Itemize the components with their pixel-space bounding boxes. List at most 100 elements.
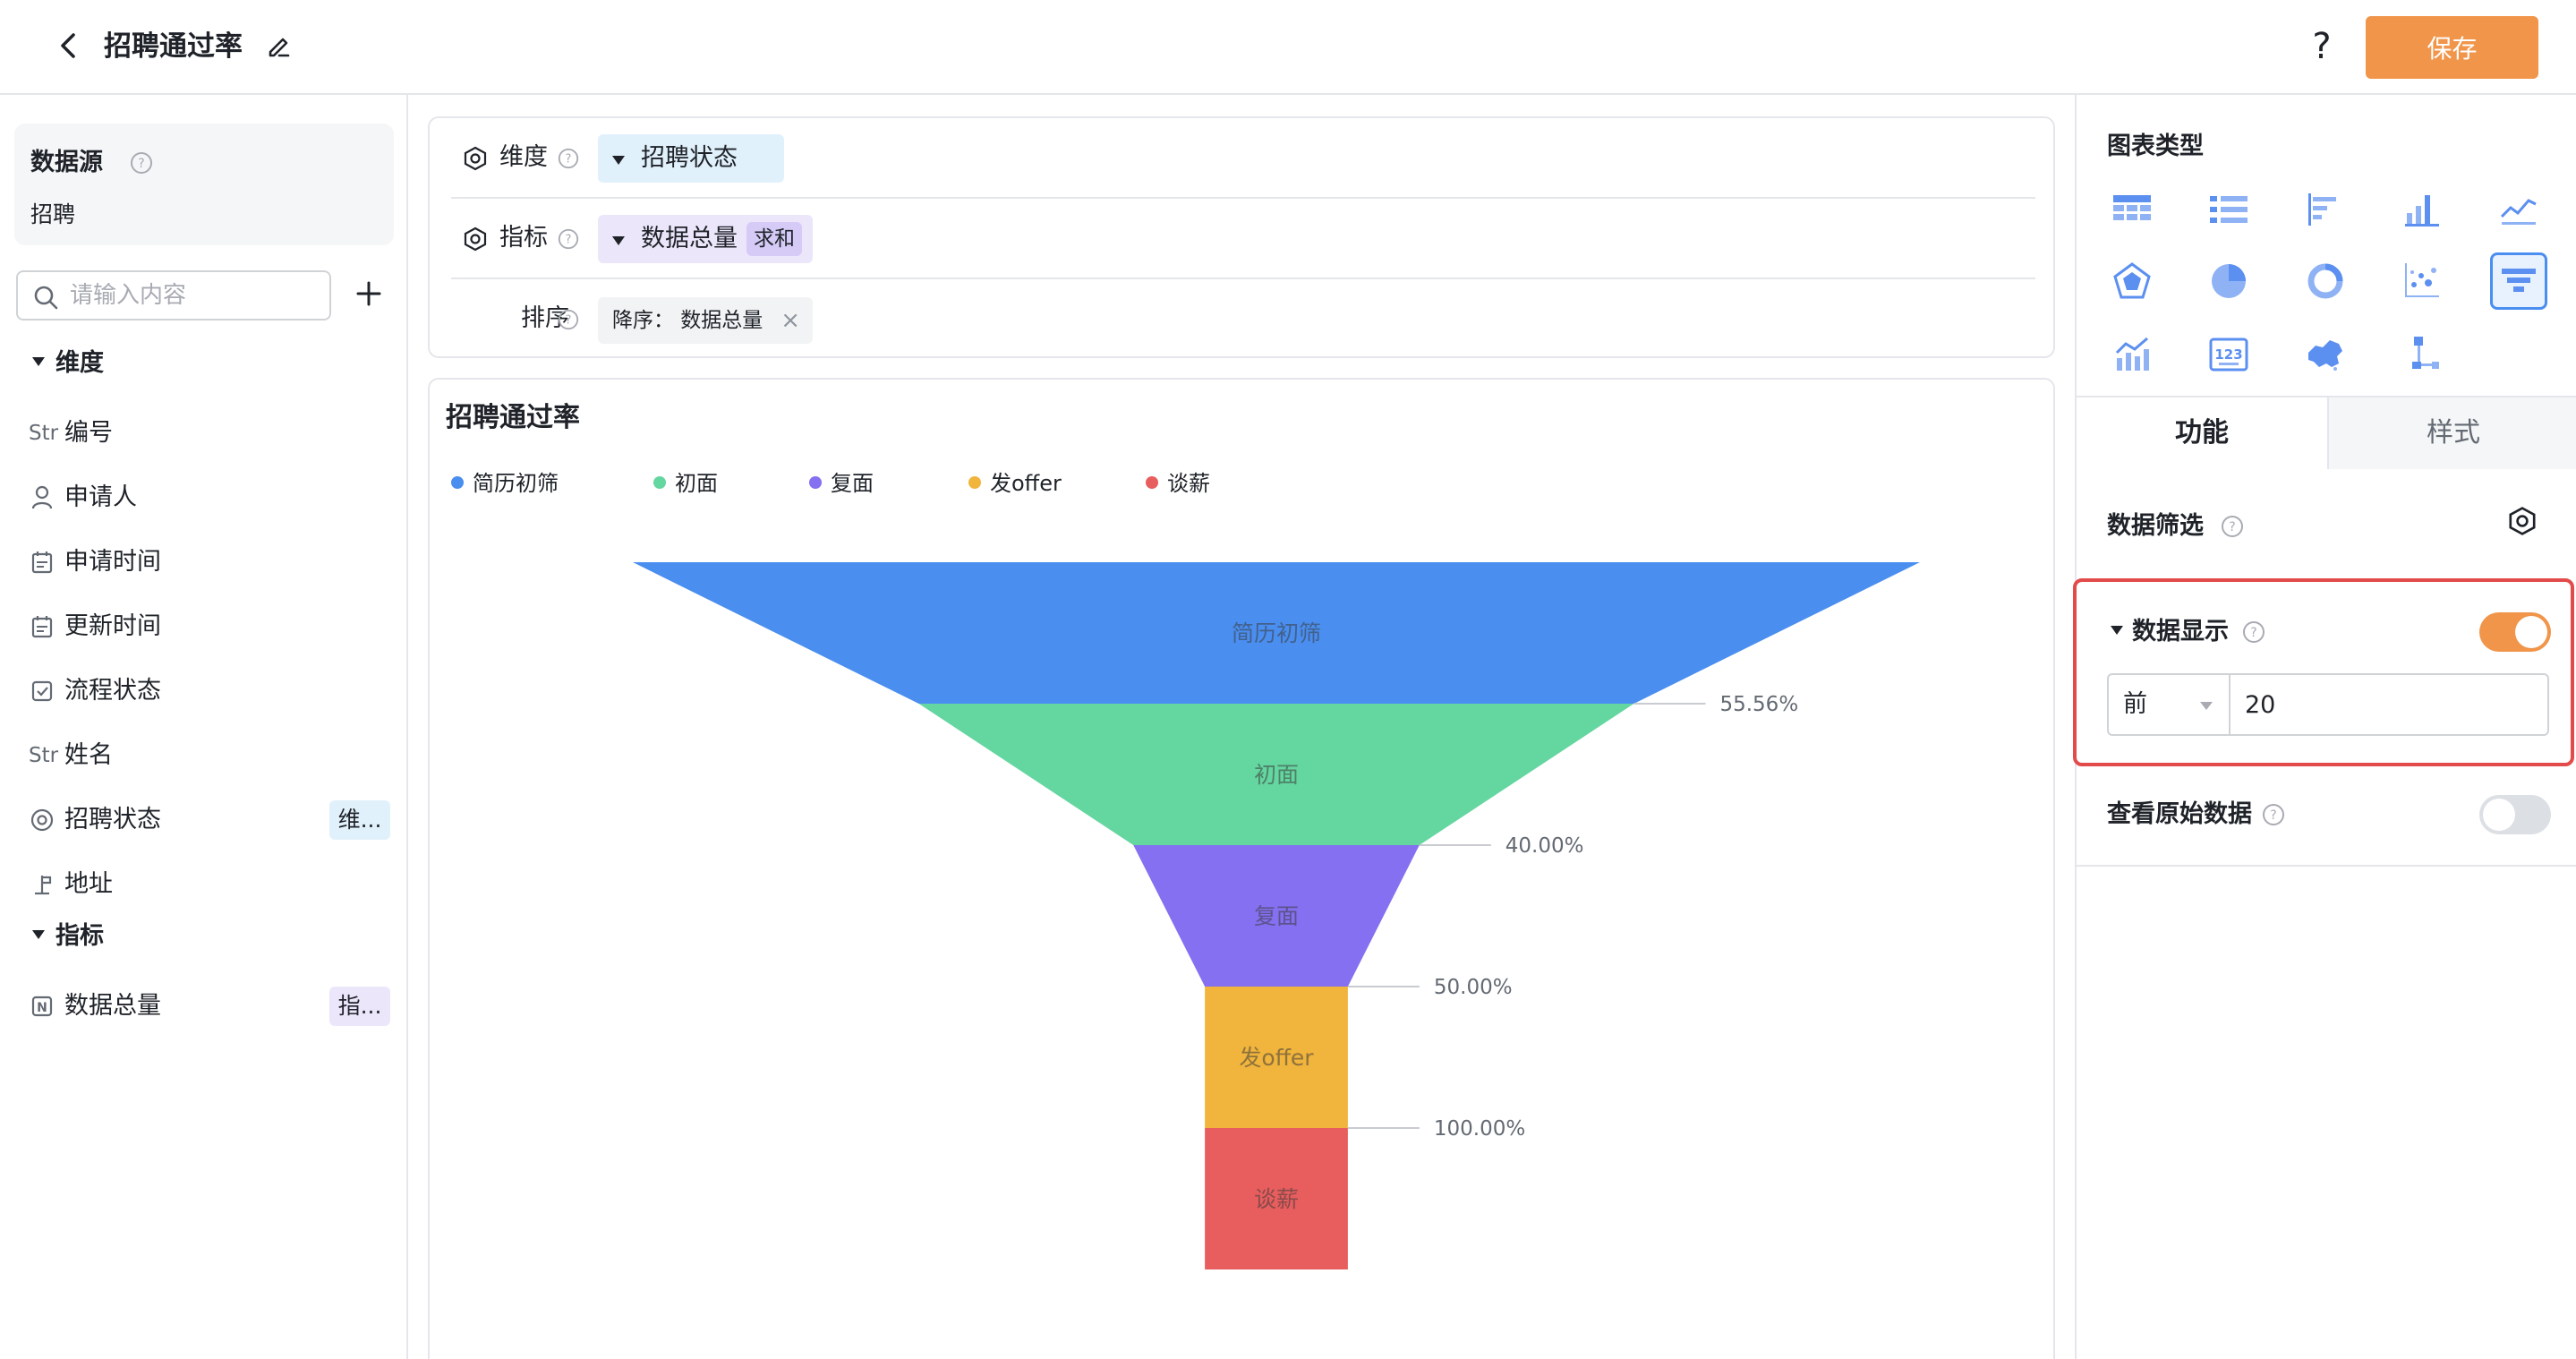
svg-text:N: N bbox=[37, 1001, 47, 1015]
sort-chip[interactable]: 降序： 数据总量× bbox=[598, 297, 813, 344]
svg-text:123: 123 bbox=[2214, 346, 2242, 363]
funnel-stage-2[interactable] bbox=[1133, 845, 1420, 987]
toggle-knob bbox=[2483, 799, 2515, 831]
field-item-applicant[interactable]: 申请人 bbox=[0, 471, 406, 525]
help-circle-icon[interactable]: ? bbox=[129, 150, 154, 175]
legend-item-salary[interactable]: 谈薪 bbox=[1146, 466, 1210, 501]
person-icon bbox=[31, 485, 53, 509]
chart-type-funnel[interactable] bbox=[2490, 252, 2547, 310]
legend-item-offer[interactable]: 发offer bbox=[968, 466, 1062, 501]
legend-item-first-interview[interactable]: 初面 bbox=[653, 466, 718, 501]
data-display-label[interactable]: 数据显示 bbox=[2111, 614, 2229, 650]
datasource-card[interactable]: 数据源 ? 招聘 bbox=[14, 124, 394, 245]
funnel-stage-4[interactable] bbox=[1205, 1128, 1348, 1269]
settings-hexagon-icon[interactable] bbox=[2506, 505, 2538, 537]
metric-group-header[interactable]: 指标 bbox=[32, 919, 104, 954]
field-item-apply-time[interactable]: 申请时间 bbox=[0, 535, 406, 589]
chart-type-line[interactable] bbox=[2490, 181, 2547, 238]
edit-pencil-icon[interactable] bbox=[265, 32, 292, 59]
chart-type-column[interactable] bbox=[2393, 181, 2451, 238]
chart-type-list[interactable] bbox=[2200, 181, 2257, 238]
scatter-chart-icon bbox=[2405, 263, 2439, 297]
legend-item-second-interview[interactable]: 复面 bbox=[809, 466, 874, 501]
settings-hexagon-icon[interactable] bbox=[462, 226, 489, 252]
svg-text:?: ? bbox=[566, 314, 572, 328]
field-item-name[interactable]: Str 姓名 bbox=[29, 741, 113, 769]
help-circle-icon[interactable]: ? bbox=[557, 308, 580, 331]
caret-down-icon bbox=[32, 356, 45, 366]
help-circle-icon[interactable]: ? bbox=[2241, 620, 2266, 645]
data-display-toggle[interactable] bbox=[2479, 612, 2551, 652]
field-item-address[interactable]: 地址 bbox=[0, 858, 406, 911]
chart-type-horizontal-bar[interactable] bbox=[2297, 181, 2354, 238]
property-tabs: 功能 样式 bbox=[2077, 396, 2576, 469]
chart-type-map[interactable] bbox=[2297, 326, 2354, 383]
chart-type-tree[interactable] bbox=[2393, 326, 2451, 383]
chart-type-donut[interactable] bbox=[2297, 252, 2354, 310]
table-icon bbox=[2113, 195, 2151, 220]
field-item-data-total[interactable]: N 数据总量 指... bbox=[0, 979, 406, 1033]
field-item-number[interactable]: Str 编号 bbox=[29, 419, 113, 447]
tab-function[interactable]: 功能 bbox=[2077, 397, 2327, 469]
string-type-icon: Str bbox=[29, 422, 59, 445]
map-icon bbox=[2308, 340, 2342, 371]
settings-hexagon-icon[interactable] bbox=[462, 145, 489, 172]
top-n-mode-select[interactable]: 前 bbox=[2107, 673, 2229, 736]
help-circle-icon[interactable]: ? bbox=[557, 227, 580, 251]
help-circle-icon[interactable]: ? bbox=[2220, 514, 2245, 539]
field-item-recruit-status[interactable]: 招聘状态 维... bbox=[0, 793, 406, 847]
top-n-count-input[interactable] bbox=[2229, 673, 2549, 736]
conversion-rate-label: 40.00% bbox=[1506, 834, 1584, 858]
chart-type-combo[interactable] bbox=[2103, 326, 2161, 383]
search-icon bbox=[34, 286, 58, 310]
chart-type-pie[interactable] bbox=[2200, 252, 2257, 310]
caret-down-icon bbox=[612, 236, 625, 245]
aggregation-tag[interactable]: 求和 bbox=[746, 222, 802, 256]
metric-badge: 指... bbox=[329, 987, 390, 1026]
sort-row: 排序 ? 降序： 数据总量× bbox=[451, 279, 2035, 360]
radar-chart-icon bbox=[2113, 262, 2151, 299]
funnel-chart-icon bbox=[2502, 269, 2536, 292]
field-item-process-status[interactable]: 流程状态 bbox=[0, 664, 406, 718]
field-search-box[interactable] bbox=[16, 270, 331, 321]
dimension-group-header[interactable]: 维度 bbox=[32, 346, 104, 381]
funnel-stage-1[interactable] bbox=[918, 704, 1634, 845]
chart-type-scatter[interactable] bbox=[2393, 252, 2451, 310]
close-icon[interactable]: × bbox=[780, 307, 800, 334]
field-search-input[interactable] bbox=[70, 278, 320, 313]
datasource-label: 数据源 bbox=[30, 149, 103, 176]
chart-type-table[interactable] bbox=[2103, 181, 2161, 238]
toggle-knob bbox=[2515, 616, 2547, 648]
save-button[interactable]: 保存 bbox=[2366, 16, 2538, 79]
highlight-annotation-box bbox=[2073, 578, 2574, 766]
conversion-rate-label: 55.56% bbox=[1719, 693, 1798, 716]
field-item-update-time[interactable]: 更新时间 bbox=[0, 600, 406, 654]
help-circle-icon[interactable]: ? bbox=[557, 147, 580, 170]
view-raw-data-label: 查看原始数据 bbox=[2107, 800, 2252, 828]
legend-item-resume-screen[interactable]: 简历初筛 bbox=[451, 466, 559, 501]
tree-chart-icon bbox=[2412, 337, 2439, 369]
metric-chip[interactable]: 数据总量求和 bbox=[598, 215, 813, 263]
metric-label: 指标 bbox=[499, 224, 548, 252]
chart-type-radar[interactable] bbox=[2103, 252, 2161, 310]
divider bbox=[2077, 865, 2576, 867]
dimension-badge: 维... bbox=[329, 800, 390, 840]
legend-dot bbox=[653, 476, 666, 489]
field-sidebar: 数据源 ? 招聘 维度 Str 编号 申请人 申请时间 更新时间 流程状态 St… bbox=[0, 95, 408, 1359]
add-icon[interactable] bbox=[351, 276, 387, 312]
help-icon[interactable]: ? bbox=[2312, 26, 2332, 67]
data-filter-label: 数据筛选 bbox=[2107, 512, 2204, 540]
help-circle-icon[interactable]: ? bbox=[2261, 802, 2286, 827]
back-arrow-icon[interactable] bbox=[54, 30, 84, 61]
location-icon bbox=[35, 876, 52, 895]
tab-style[interactable]: 样式 bbox=[2327, 397, 2576, 469]
funnel-stage-0[interactable] bbox=[633, 562, 1920, 704]
number-type-icon: N bbox=[31, 996, 53, 1017]
funnel-stage-3[interactable] bbox=[1205, 987, 1348, 1128]
pie-chart-icon bbox=[2212, 264, 2246, 298]
view-raw-data-toggle[interactable] bbox=[2479, 795, 2551, 834]
legend-dot bbox=[809, 476, 822, 489]
chart-type-indicator-card[interactable]: 123 bbox=[2200, 326, 2257, 383]
conversion-rate-label: 100.00% bbox=[1434, 1117, 1525, 1141]
dimension-chip[interactable]: 招聘状态 bbox=[598, 134, 784, 183]
